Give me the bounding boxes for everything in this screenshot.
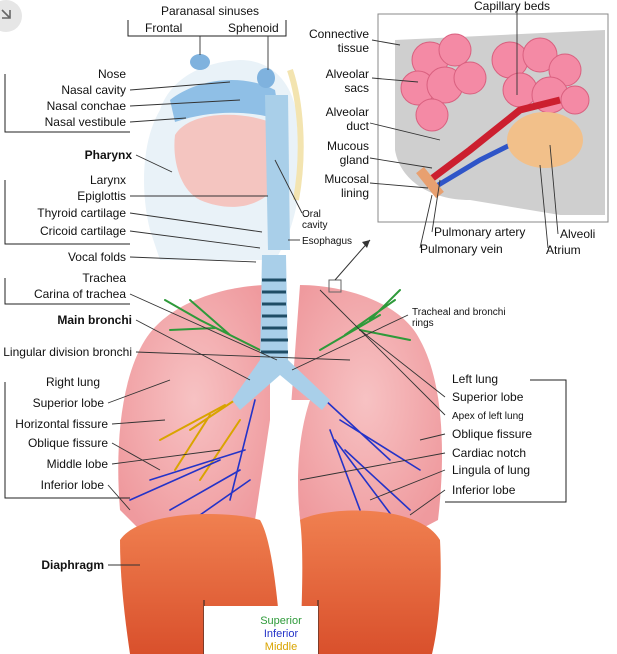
- alveolus-atrium-shape: [507, 112, 583, 168]
- label-mucous-gland-line1: Mucous: [327, 139, 369, 153]
- label-alveolar-duct-line1: Alveolar: [326, 105, 369, 119]
- label-left-inferior-lobe: Inferior lobe: [452, 483, 516, 497]
- paranasal-bracket: [127, 20, 287, 37]
- zoom-arrow-line: [334, 239, 371, 281]
- zoom-arrow-head: [362, 240, 370, 248]
- trachea-bracket: [4, 278, 130, 305]
- left-lung-bracket: [445, 379, 567, 503]
- label-diaphragm: Diaphragm: [41, 558, 104, 572]
- label-pharynx: Pharynx: [85, 148, 133, 162]
- left-lung-shape: [290, 285, 443, 540]
- diaphragm-left-shape: [300, 510, 441, 654]
- corner-arrow-icon: [1, 9, 11, 19]
- label-connective-line2: tissue: [338, 41, 370, 55]
- label-frontal: Frontal: [145, 21, 182, 35]
- label-middle-lobe: Middle lobe: [47, 457, 109, 471]
- label-main-bronchi: Main bronchi: [57, 313, 132, 327]
- spine-shape: [287, 69, 304, 201]
- nose-bracket: [4, 74, 130, 133]
- lungs: [118, 255, 443, 540]
- bronchial-tree-left: [319, 289, 421, 521]
- oral-cavity-shape: [174, 114, 282, 207]
- label-lingular-division: Lingular division bronchi: [3, 345, 132, 359]
- label-trachea: Trachea: [82, 271, 126, 285]
- label-sphenoid: Sphenoid: [228, 21, 279, 35]
- legend-middle: Middle: [265, 641, 297, 653]
- label-lingula: Lingula of lung: [452, 463, 530, 477]
- label-larynx: Larynx: [90, 173, 126, 187]
- label-left-superior-lobe: Superior lobe: [452, 390, 524, 404]
- corner-badge: [0, 0, 22, 32]
- label-capillary-beds: Capillary beds: [474, 0, 550, 13]
- label-tracheal-rings-line1: Tracheal and bronchi: [412, 307, 506, 318]
- label-alveolar-sacs-line2: sacs: [344, 81, 369, 95]
- labels: Paranasal sinuses Frontal Sphenoid Nose …: [3, 0, 595, 572]
- legend-inferior: Inferior: [264, 628, 299, 640]
- label-atrium: Atrium: [546, 243, 581, 257]
- right-lung-shape: [118, 285, 270, 540]
- label-cricoid-cartilage: Cricoid cartilage: [40, 224, 126, 238]
- trachea-shape: [232, 255, 330, 410]
- label-left-lung: Left lung: [452, 372, 498, 386]
- label-pulmonary-vein: Pulmonary vein: [420, 242, 503, 256]
- label-oral-cavity-line1: Oral: [302, 209, 321, 220]
- pulmonary-artery-shape: [427, 96, 561, 183]
- label-left-oblique-fissure: Oblique fissure: [452, 427, 532, 441]
- label-alveolar-sacs-line1: Alveolar: [326, 67, 369, 81]
- label-nose: Nose: [98, 67, 126, 81]
- label-epiglottis: Epiglottis: [77, 189, 126, 203]
- label-esophagus: Esophagus: [302, 236, 352, 247]
- label-apex-left-lung: Apex of left lung: [452, 411, 524, 422]
- bronchial-tree-right: [129, 299, 261, 516]
- label-mucous-gland-line2: gland: [340, 153, 369, 167]
- label-vocal-folds: Vocal folds: [68, 250, 126, 264]
- frontal-sinus-shape: [190, 54, 210, 70]
- label-nasal-vestibule: Nasal vestibule: [45, 115, 127, 129]
- label-nasal-cavity: Nasal cavity: [61, 83, 126, 97]
- label-connective-line1: Connective: [309, 27, 369, 41]
- label-pulmonary-artery: Pulmonary artery: [434, 225, 525, 239]
- label-right-lung: Right lung: [46, 375, 100, 389]
- mucosal-lining-shape: [416, 166, 444, 199]
- leader-lines: [107, 8, 559, 566]
- alveolar-sacs-shape: [400, 33, 590, 132]
- label-carina: Carina of trachea: [34, 287, 126, 301]
- label-alveolar-duct-line2: duct: [346, 119, 369, 133]
- label-horizontal-fissure: Horizontal fissure: [15, 417, 108, 431]
- larynx-bracket: [4, 180, 130, 245]
- tracheal-rings: [261, 278, 288, 354]
- label-paranasal-sinuses: Paranasal sinuses: [161, 4, 259, 18]
- label-alveoli: Alveoli: [560, 227, 595, 241]
- label-mucosal-lining-line2: lining: [341, 186, 369, 200]
- label-nasal-conchae: Nasal conchae: [47, 99, 127, 113]
- label-right-superior-lobe: Superior lobe: [33, 396, 105, 410]
- pharynx-shape: [265, 95, 290, 250]
- legend-superior: Superior: [260, 615, 302, 627]
- legend-background: [204, 606, 318, 654]
- sphenoid-sinus-shape: [257, 68, 275, 88]
- label-right-oblique-fissure: Oblique fissure: [28, 436, 108, 450]
- bronchi-color-legend: Superior Inferior Middle: [204, 606, 318, 654]
- label-right-inferior-lobe: Inferior lobe: [41, 478, 105, 492]
- label-tracheal-rings-line2: rings: [412, 318, 434, 329]
- head-section: [144, 54, 304, 260]
- right-lung-bracket: [4, 382, 130, 499]
- cardiac-notch-gap: [270, 400, 310, 520]
- label-mucosal-lining-line1: Mucosal: [324, 172, 369, 186]
- label-cardiac-notch: Cardiac notch: [452, 446, 526, 460]
- label-oral-cavity-line2: cavity: [302, 220, 328, 231]
- label-thyroid-cartilage: Thyroid cartilage: [37, 206, 126, 220]
- alveoli-inset: [377, 13, 609, 223]
